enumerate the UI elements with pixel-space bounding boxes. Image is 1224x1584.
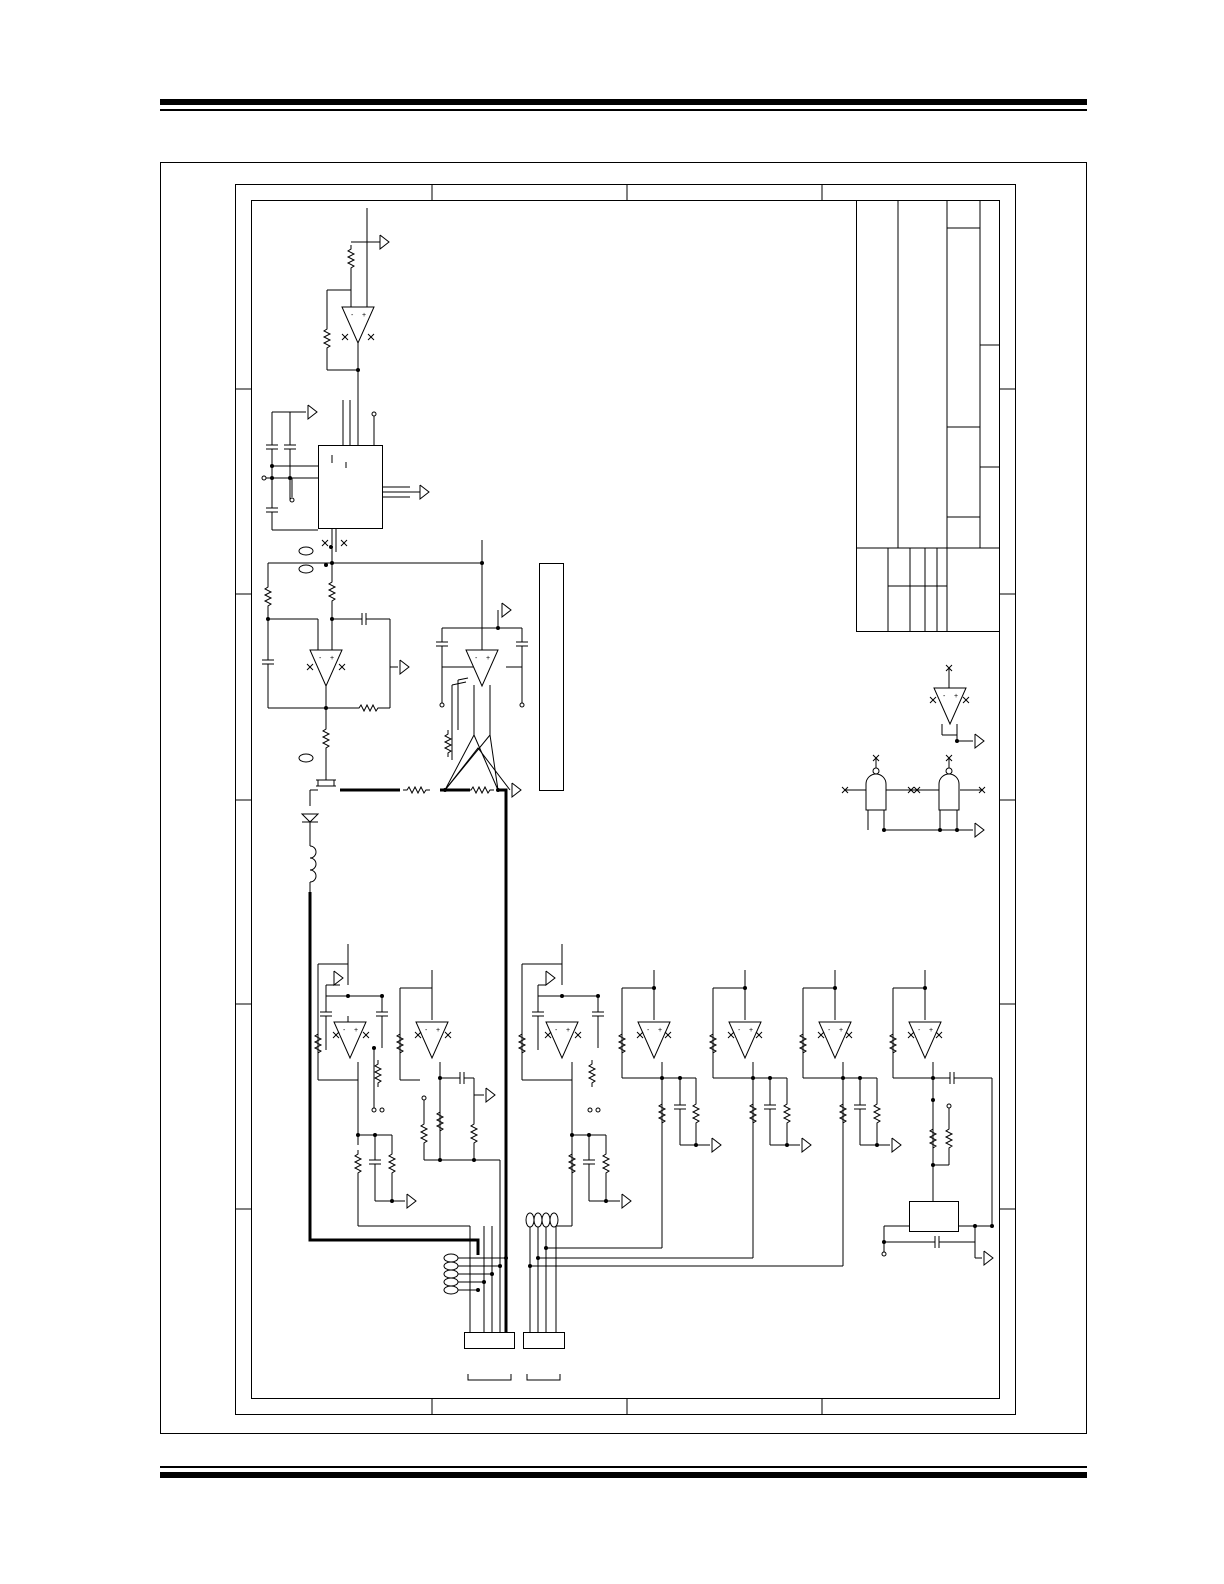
difference-stage: [435, 540, 529, 791]
connector-j1-bracket: [467, 1374, 512, 1381]
connector-j1: [464, 1332, 515, 1349]
filter-stages: [618, 970, 993, 1266]
opamp-u4: [933, 687, 967, 725]
connector-j2-bracket: [526, 1374, 561, 1381]
nand-gate-1: [865, 767, 887, 811]
channel-a: [314, 944, 501, 1340]
opamp-u8: [637, 1021, 671, 1059]
input-stage: [261, 547, 482, 780]
drawing-frame: [235, 184, 1016, 1415]
ic-converter: [264, 411, 420, 552]
opamp-u2: [309, 649, 343, 687]
page-border: [160, 162, 1087, 1434]
power-path: [300, 779, 336, 892]
opamp-u9: [728, 1021, 762, 1059]
nand-gates: [845, 758, 982, 831]
connector-wiring: [458, 1226, 843, 1340]
connector-strip: [539, 563, 564, 791]
opamp-u10: [818, 1021, 852, 1059]
connector-j2: [523, 1332, 565, 1349]
nand-gate-2: [938, 767, 960, 811]
opamp-u7: [545, 1021, 579, 1059]
opamp-u6: [415, 1021, 449, 1059]
footer-rule-thick: [160, 1472, 1087, 1478]
footer-rule-thin: [160, 1466, 1087, 1468]
opamp-u5: [333, 1021, 367, 1059]
opamp-u11: [908, 1021, 942, 1059]
header-rule-thick: [160, 99, 1087, 105]
opamp-u3: [465, 649, 499, 687]
spare-opamp: [941, 668, 973, 742]
channel-b: [518, 944, 620, 1340]
test-points: [443, 1212, 559, 1295]
opamp-u1: [341, 306, 375, 344]
bus-wire: [308, 788, 508, 1340]
top-amplifier: [323, 208, 380, 445]
header-rule-thin: [160, 109, 1087, 111]
title-block: [856, 200, 1000, 632]
